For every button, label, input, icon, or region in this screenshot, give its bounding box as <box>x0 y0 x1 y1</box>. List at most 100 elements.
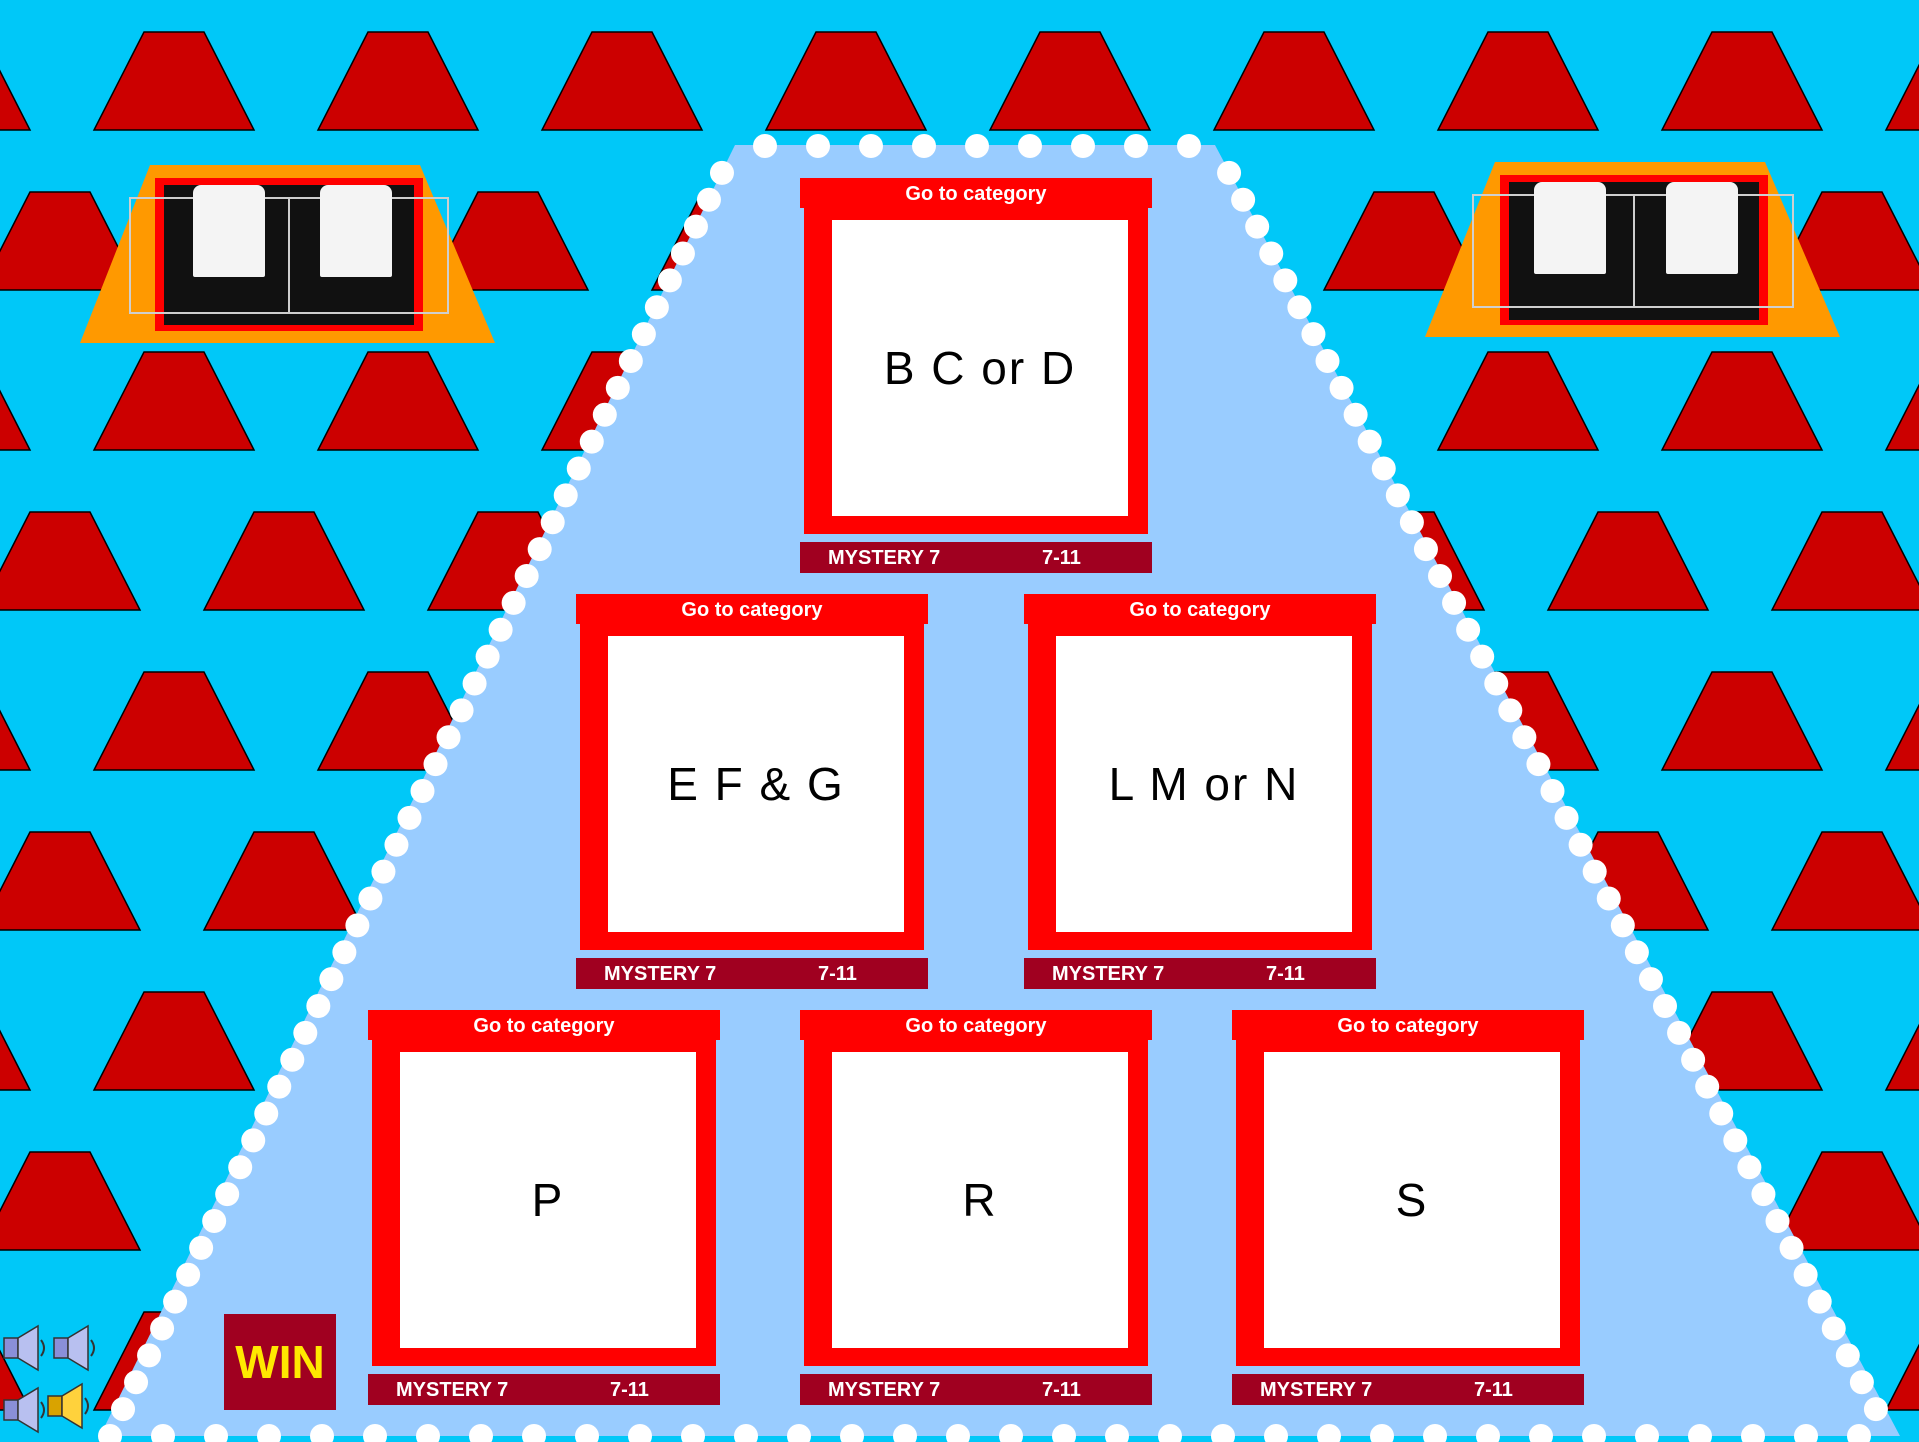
light-dot <box>1681 1048 1705 1072</box>
light-dot <box>1512 725 1536 749</box>
category-card: Go to category B C or D MYSTERY 7 7-11 <box>800 178 1152 593</box>
light-dot <box>515 564 539 588</box>
light-dot <box>684 215 708 239</box>
light-dot <box>1217 161 1241 185</box>
light-dot <box>806 134 830 158</box>
category-card: Go to category S MYSTERY 7 7-11 <box>1232 1010 1584 1425</box>
trapezoid-tile <box>0 1152 140 1250</box>
light-dot <box>1709 1102 1733 1126</box>
trapezoid-tile <box>318 32 478 130</box>
light-dot <box>1737 1155 1761 1179</box>
light-dot <box>1611 913 1635 937</box>
go-to-category-button[interactable]: Go to category <box>576 594 928 624</box>
mystery-label: MYSTERY 7 <box>604 963 716 986</box>
light-dot <box>1470 645 1494 669</box>
trapezoid-tile <box>94 672 254 770</box>
trapezoid-tile <box>204 512 364 610</box>
light-dot <box>1526 752 1550 776</box>
light-dot <box>267 1075 291 1099</box>
light-dot <box>1400 510 1424 534</box>
speaker-icon[interactable] <box>0 1322 48 1374</box>
win-button[interactable]: WIN <box>224 1314 336 1410</box>
card-frame: S <box>1236 1040 1580 1366</box>
light-dot <box>489 618 513 642</box>
light-dot <box>254 1102 278 1126</box>
go-to-category-button[interactable]: Go to category <box>800 1010 1152 1040</box>
trapezoid-tile <box>0 32 30 130</box>
light-dot <box>1273 268 1297 292</box>
light-dot <box>671 242 695 266</box>
trapezoid-tile <box>1772 832 1919 930</box>
trapezoid-tile <box>1438 32 1598 130</box>
go-to-category-button[interactable]: Go to category <box>1024 594 1376 624</box>
point-range: 7-11 <box>610 1379 649 1402</box>
card-footer: MYSTERY 7 7-11 <box>576 958 928 989</box>
light-dot <box>306 994 330 1018</box>
card-frame: B C or D <box>804 208 1148 534</box>
light-dot <box>1456 618 1480 642</box>
trapezoid-tile <box>1438 352 1598 450</box>
trapezoid-tile <box>0 352 30 450</box>
light-dot <box>424 752 448 776</box>
go-to-category-button[interactable]: Go to category <box>368 1010 720 1040</box>
light-dot <box>1555 806 1579 830</box>
score-digit-slot <box>193 185 265 277</box>
category-name[interactable]: R <box>832 1052 1128 1348</box>
trapezoid-tile <box>204 832 364 930</box>
category-name[interactable]: L M or N <box>1056 636 1352 932</box>
light-dot <box>111 1397 135 1421</box>
light-dot <box>859 134 883 158</box>
category-name[interactable]: E F & G <box>608 636 904 932</box>
light-dot <box>1177 134 1201 158</box>
speaker-active-icon[interactable] <box>44 1380 92 1432</box>
light-dot <box>710 161 734 185</box>
light-dot <box>606 376 630 400</box>
speaker-icon[interactable] <box>0 1384 48 1436</box>
trapezoid-tile <box>1772 512 1919 610</box>
score-digit-slot <box>320 185 392 277</box>
light-dot <box>1245 215 1269 239</box>
light-dot <box>319 967 343 991</box>
light-dot <box>1386 483 1410 507</box>
go-to-category-button[interactable]: Go to category <box>800 178 1152 208</box>
light-dot <box>593 403 617 427</box>
light-dot <box>1316 349 1340 373</box>
light-dot <box>476 645 500 669</box>
category-card: Go to category R MYSTERY 7 7-11 <box>800 1010 1152 1425</box>
light-dot <box>1442 591 1466 615</box>
light-dot <box>241 1128 265 1152</box>
category-name[interactable]: P <box>400 1052 696 1348</box>
speaker-icon[interactable] <box>50 1322 98 1374</box>
light-dot <box>280 1048 304 1072</box>
light-dot <box>371 860 395 884</box>
score-digit-slot <box>1666 182 1738 274</box>
light-dot <box>1231 188 1255 212</box>
trapezoid-tile <box>1662 672 1822 770</box>
trapezoid-tile <box>1772 1152 1919 1250</box>
light-dot <box>437 725 461 749</box>
trapezoid-tile <box>1662 32 1822 130</box>
trapezoid-tile <box>1886 352 1919 450</box>
mystery-label: MYSTERY 7 <box>828 547 940 570</box>
point-range: 7-11 <box>1042 1379 1081 1402</box>
mystery-label: MYSTERY 7 <box>1260 1379 1372 1402</box>
light-dot <box>1428 564 1452 588</box>
light-dot <box>1071 134 1095 158</box>
scoreboard-right-icon <box>1425 162 1845 342</box>
category-card: Go to category L M or N MYSTERY 7 7-11 <box>1024 594 1376 1009</box>
light-dot <box>1259 242 1283 266</box>
light-dot <box>1766 1209 1790 1233</box>
trapezoid-tile <box>1886 672 1919 770</box>
category-name[interactable]: B C or D <box>832 220 1128 516</box>
light-dot <box>658 268 682 292</box>
light-dot <box>1358 430 1382 454</box>
card-frame: R <box>804 1040 1148 1366</box>
light-dot <box>1287 295 1311 319</box>
light-dot <box>1822 1317 1846 1341</box>
light-dot <box>137 1343 161 1367</box>
trapezoid-tile <box>1886 32 1919 130</box>
go-to-category-button[interactable]: Go to category <box>1232 1010 1584 1040</box>
trapezoid-tile <box>94 992 254 1090</box>
light-dot <box>1344 403 1368 427</box>
category-name[interactable]: S <box>1264 1052 1560 1348</box>
